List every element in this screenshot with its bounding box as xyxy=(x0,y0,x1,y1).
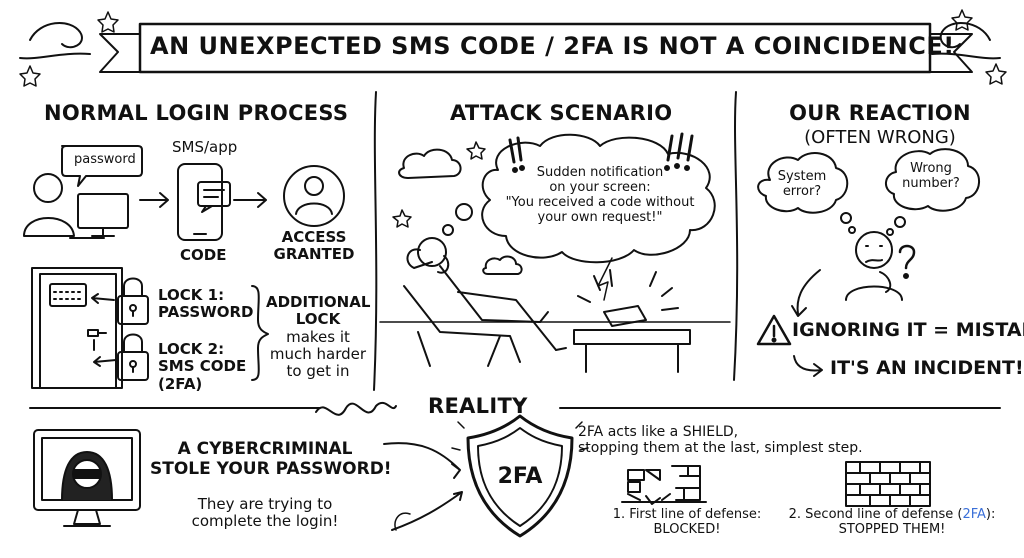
table-icon xyxy=(573,329,691,373)
brace xyxy=(251,285,269,381)
reaction-subtitle: (OFTEN WRONG) xyxy=(804,127,956,148)
separator-vertical-1 xyxy=(373,91,378,391)
section-title-attack: ATTACK SCENARIO xyxy=(450,101,673,125)
banner-ribbon xyxy=(99,22,973,74)
phone-icon xyxy=(177,163,231,241)
accent-2fa: 2FA xyxy=(962,507,986,522)
lock2-label: LOCK 2:SMS CODE(2FA) xyxy=(158,340,247,393)
door-icon xyxy=(31,267,123,389)
star-icon xyxy=(19,65,41,87)
section-title-reaction: OUR REACTION xyxy=(789,101,971,125)
second-line-defense: 2. Second line of defense (2FA): STOPPED… xyxy=(788,507,996,537)
padlock-icon xyxy=(117,333,149,381)
star-icon xyxy=(985,63,1007,85)
section-title-normal-login: NORMAL LOGIN PROCESS xyxy=(44,101,349,125)
swirl-left xyxy=(19,21,91,60)
brick-wall-icon xyxy=(845,461,931,507)
person-at-computer-icon xyxy=(23,173,129,239)
shield-description: 2FA acts like a SHIELD,stopping them at … xyxy=(578,424,863,457)
notification-cloud-text: Sudden notification on your screen: "You… xyxy=(505,165,695,225)
phone-buzzing-icon xyxy=(577,269,679,327)
password-bubble-text: password xyxy=(74,152,136,167)
password-bubble xyxy=(61,145,143,187)
section-title-reality: REALITY xyxy=(428,394,528,418)
code-label: CODE xyxy=(180,246,227,264)
incident-text: IT'S AN INCIDENT! xyxy=(830,357,1024,379)
user-avatar-icon xyxy=(283,165,345,227)
thought-bubble xyxy=(757,152,849,214)
first-line-defense: 1. First line of defense:BLOCKED! xyxy=(612,507,762,537)
small-cloud xyxy=(482,255,523,275)
hacker-monitor-icon xyxy=(33,429,141,527)
swirl-right xyxy=(931,21,1001,60)
question-mark-icon xyxy=(898,244,916,270)
lock1-label: LOCK 1:PASSWORD xyxy=(158,286,254,322)
ignoring-mistake-text: IGNORING IT = MISTAKE! xyxy=(792,319,1024,341)
banner-title: AN UNEXPECTED SMS CODE / 2FA IS NOT A CO… xyxy=(150,32,955,60)
squiggle xyxy=(315,401,397,416)
star-icon xyxy=(97,11,119,33)
star-icon xyxy=(951,9,973,31)
separator-vertical-2 xyxy=(733,91,739,381)
star-icon xyxy=(392,209,412,228)
shield-2fa-text: 2FA xyxy=(497,464,543,489)
small-cloud xyxy=(398,148,462,179)
star-icon xyxy=(466,141,486,160)
confused-person-icon xyxy=(845,231,903,301)
thought-bubble xyxy=(885,148,980,212)
thought-cloud xyxy=(481,133,716,264)
broken-wall-icon xyxy=(621,465,707,505)
additional-lock-text: ADDITIONAL LOCK makes it much harder to … xyxy=(266,293,371,380)
sms-app-label: SMS/app xyxy=(172,138,238,156)
warning-icon xyxy=(756,314,792,346)
shield-icon xyxy=(451,401,589,538)
padlock-icon xyxy=(117,277,149,325)
